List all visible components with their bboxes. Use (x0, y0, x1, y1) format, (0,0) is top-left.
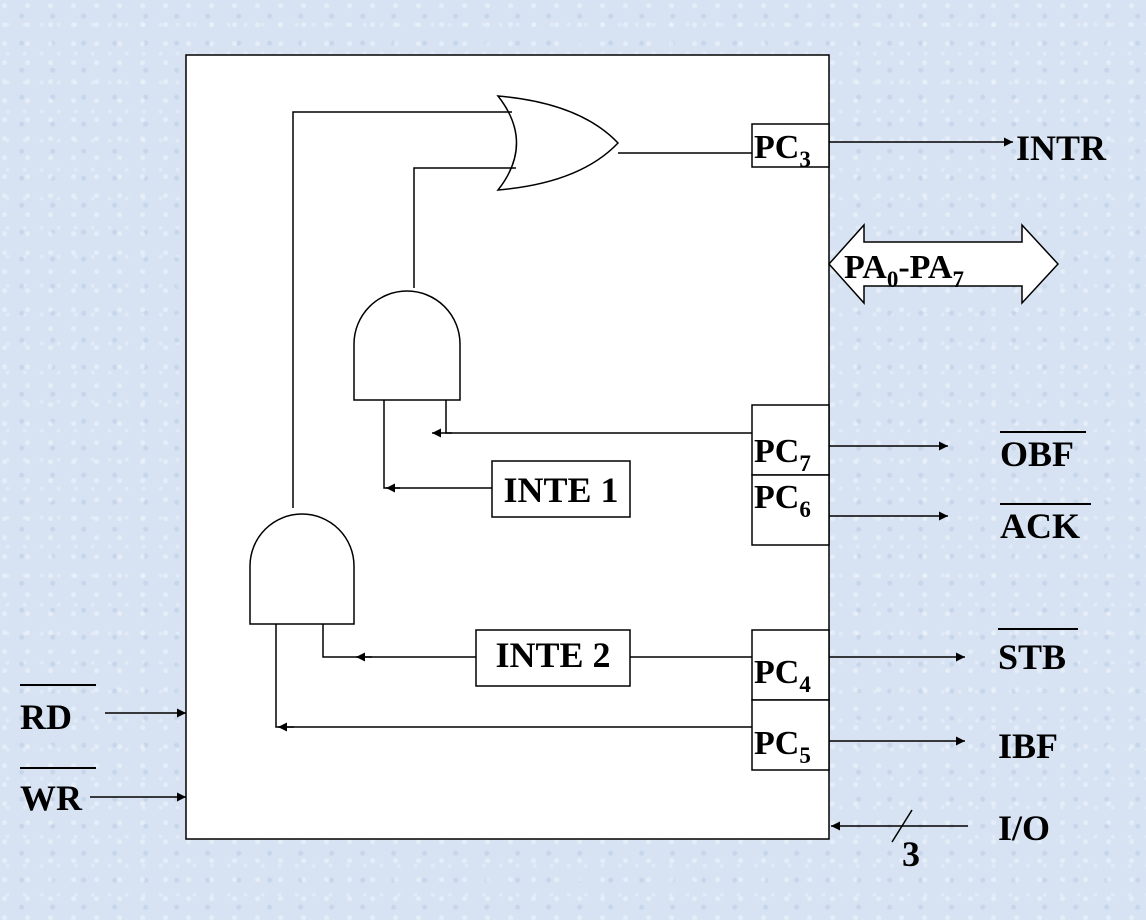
io-bus-slash (891, 809, 913, 843)
pc3-box (751, 123, 830, 168)
and2-input-pc5 (275, 624, 752, 728)
pc6-box (751, 474, 830, 546)
wr-label: WR (20, 778, 83, 818)
rd-label: RD (20, 697, 72, 737)
inte2-label: INTE 2 (495, 635, 610, 675)
pc3-label: PC3 (754, 129, 811, 172)
ack-label: ACK (1000, 506, 1080, 546)
pc6-label: PC6 (754, 479, 811, 522)
pc7-label: PC7 (754, 433, 811, 476)
pa-bus-arrow (827, 223, 1060, 305)
and1-input-inte1 (383, 400, 492, 489)
inte1-label: INTE 1 (503, 470, 618, 510)
and-gate-1 (353, 290, 461, 401)
and2-input-inte2 (322, 624, 476, 658)
io-label: I/O (998, 808, 1050, 848)
pc4-box (751, 629, 830, 701)
pc4-label: PC4 (754, 654, 811, 697)
obf-label: OBF (1000, 434, 1074, 474)
main-block (185, 54, 830, 840)
ibf-label: IBF (998, 726, 1058, 766)
pc5-label: PC5 (754, 725, 811, 768)
stb-label: STB (998, 637, 1066, 677)
intr-label: INTR (1016, 128, 1107, 168)
io-count-label: 3 (902, 834, 920, 874)
inte2-box (475, 629, 631, 687)
pc5-box (751, 699, 830, 771)
or-gate (496, 95, 620, 191)
inte1-box (491, 460, 631, 518)
or-input-wire-1 (292, 111, 512, 508)
pc7-box (751, 404, 830, 476)
or-input-wire-2 (413, 167, 516, 288)
pa-bus-label: PA0-PA7 (844, 249, 964, 292)
and-gate-2 (249, 513, 355, 625)
